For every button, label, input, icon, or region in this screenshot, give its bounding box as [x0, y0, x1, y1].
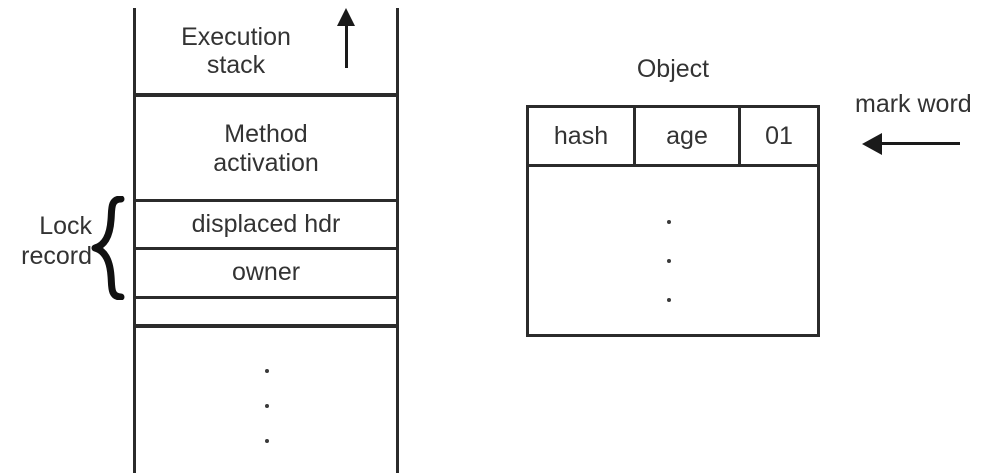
- stack-ellipsis-dot: [265, 404, 269, 408]
- stack-separator-method: [133, 199, 399, 202]
- up-arrow-icon: [337, 8, 355, 26]
- object-body: [529, 167, 817, 334]
- lock-record-label: Lock record: [21, 212, 92, 270]
- stack-ellipsis-dot: [265, 439, 269, 443]
- stack-frame-method-activation: Method activation: [213, 120, 319, 177]
- up-arrow-shaft-icon: [345, 22, 348, 68]
- stack-separator-bottom-thick: [133, 324, 399, 328]
- curly-brace-icon: [90, 195, 126, 301]
- stack-frame-owner: owner: [231, 258, 301, 287]
- object-mark-word-row: hash age 01: [529, 108, 817, 167]
- stack-frame-displaced-hdr: displaced hdr: [191, 209, 341, 238]
- stack-separator-owner: [133, 296, 399, 299]
- object-title: Object: [636, 55, 710, 83]
- stack-right-border: [396, 8, 399, 473]
- stack-separator-top-thick: [133, 93, 399, 97]
- left-arrow-icon: [862, 133, 882, 155]
- object-box: hash age 01: [526, 105, 820, 337]
- object-cell-hash: hash: [529, 108, 636, 164]
- stack-separator-displaced: [133, 247, 399, 250]
- mark-word-label: mark word: [855, 90, 972, 118]
- stack-frame-execution-stack: Execution stack: [181, 22, 291, 80]
- stack-ellipsis-dot: [265, 369, 269, 373]
- object-cell-lock-bits: 01: [765, 121, 793, 150]
- object-ellipsis-dot: [667, 220, 671, 224]
- execution-stack-diagram: Execution stack Method activation displa…: [0, 0, 470, 473]
- left-arrow-shaft-icon: [880, 142, 960, 145]
- object-cell-age: age: [636, 108, 741, 164]
- object-ellipsis-dot: [667, 259, 671, 263]
- object-ellipsis-dot: [667, 298, 671, 302]
- stack-left-border: [133, 8, 136, 473]
